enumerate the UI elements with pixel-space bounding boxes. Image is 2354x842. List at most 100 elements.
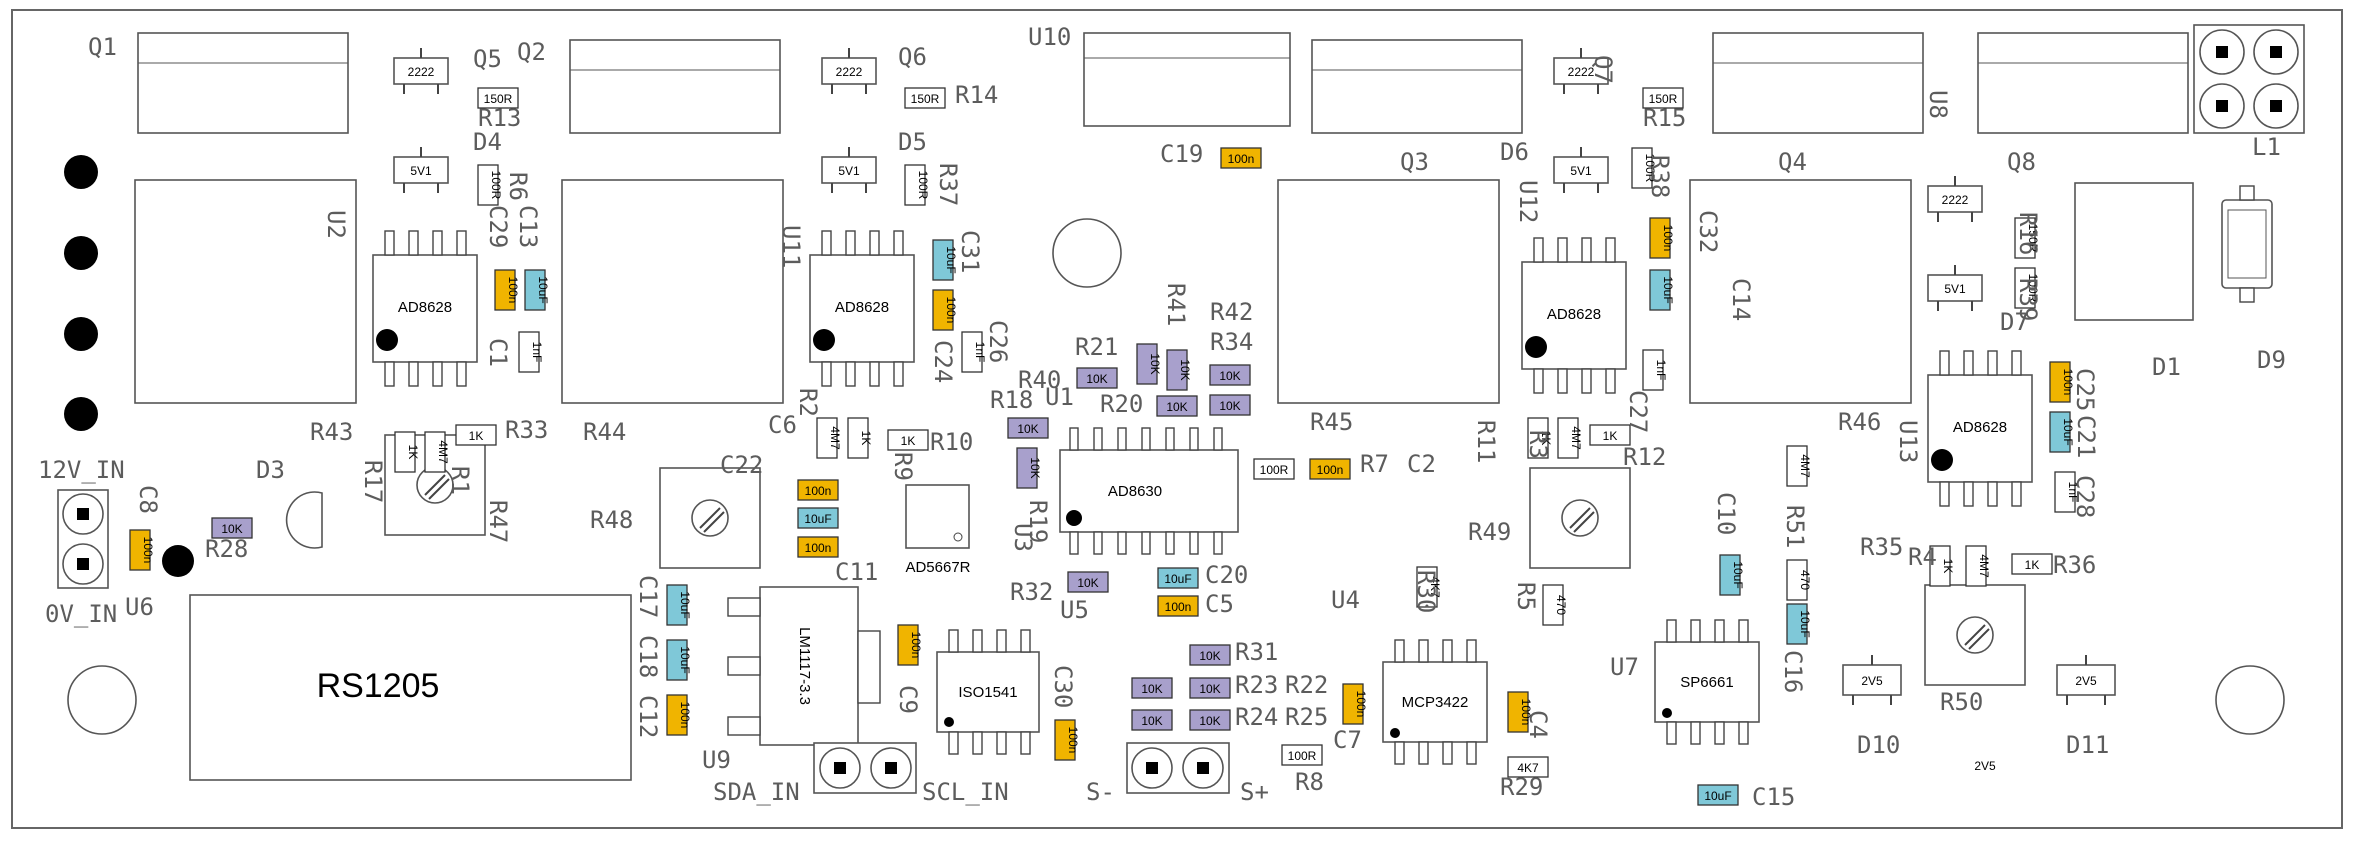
designator-r13: R13 (478, 104, 521, 132)
passive-v4M7: 4M7 (1557, 417, 1583, 459)
svg-text:10K: 10K (1028, 457, 1042, 478)
svg-text:100R: 100R (1643, 154, 1657, 183)
passive-v1K: 1K (1929, 545, 1955, 587)
passive-v10K: 10K (1189, 677, 1231, 699)
designator-l1: L1 (2252, 133, 2281, 161)
svg-text:10uF: 10uF (678, 591, 692, 618)
designator-c17: C17 (634, 575, 662, 618)
connector-labels: 12V_IN 0V_IN SDA_IN SCL_IN S- S+ (38, 456, 1269, 806)
svg-text:100n: 100n (944, 297, 958, 324)
shunt-resistors (134, 179, 2194, 404)
svg-text:10uF: 10uF (944, 246, 958, 273)
passive-v1K: 1K (2011, 553, 2053, 575)
passive-v1K: 1K (847, 417, 873, 459)
designator-r19: R19 (1024, 500, 1052, 543)
passive-v150R: 150R (1642, 87, 1684, 109)
svg-text:150R: 150R (911, 92, 940, 106)
svg-text:100n: 100n (805, 484, 832, 498)
designator-c30: C30 (1049, 665, 1077, 708)
passive-v100n: 100n (1220, 147, 1262, 169)
passive-v10K: 10K (1156, 395, 1198, 417)
designator-r18: R18 (990, 386, 1033, 414)
svg-text:LM1117-3.3: LM1117-3.3 (796, 627, 813, 705)
designator-r34: R34 (1210, 328, 1253, 356)
designator-c28: C28 (2071, 475, 2099, 518)
designator-r51: R51 (1781, 505, 1809, 548)
svg-text:2222: 2222 (1942, 193, 1969, 207)
svg-text:2222: 2222 (836, 65, 863, 79)
svg-text:1K: 1K (469, 429, 484, 443)
designator-r32: R32 (1010, 578, 1053, 606)
designator-u7: U7 (1610, 653, 1639, 681)
designator-q6: Q6 (898, 43, 927, 71)
svg-text:1nF: 1nF (1654, 360, 1668, 381)
designator-r49: R49 (1468, 518, 1511, 546)
designator-r30: R30 (1412, 570, 1440, 613)
svg-text:AD8628: AD8628 (835, 299, 889, 316)
passive-v1K: 1K (455, 424, 497, 446)
designator-r33: R33 (505, 416, 548, 444)
passive-v10uF: 10uF (524, 269, 550, 311)
svg-text:5V1: 5V1 (1570, 164, 1592, 178)
designator-r31: R31 (1235, 638, 1278, 666)
svg-text:1K: 1K (859, 431, 873, 446)
passive-v1nF: 1nF (518, 331, 544, 373)
label-12v-in: 12V_IN (38, 456, 125, 484)
svg-text:100n: 100n (1165, 600, 1192, 614)
label-scl-in: SCL_IN (922, 778, 1009, 806)
designator-r5: R5 (1512, 582, 1540, 611)
passive-v100R: 100R (1631, 147, 1657, 189)
designator-q3: Q3 (1400, 148, 1429, 176)
ad8630-chip: AD8630 (1059, 427, 1239, 555)
designator-u11: U11 (777, 225, 805, 268)
designator-r41: R41 (1162, 283, 1190, 326)
label-s-plus: S+ (1240, 778, 1269, 806)
designator-r38: R38 (1646, 155, 1674, 198)
passive-v1nF: 1nF (2054, 471, 2080, 513)
designator-c8: C8 (134, 485, 162, 514)
passive-v100n: 100n (666, 694, 692, 736)
svg-text:10K: 10K (1017, 422, 1038, 436)
passive-v10K: 10K (1189, 644, 1231, 666)
passive-v10uF: 10uF (666, 639, 692, 681)
designator-r45: R45 (1310, 408, 1353, 436)
svg-text:2V5: 2V5 (1974, 759, 1996, 773)
svg-text:10uF: 10uF (1704, 789, 1731, 803)
designator-r7: R7 (1360, 450, 1389, 478)
passive-v100n: 100n (897, 624, 923, 666)
svg-text:5V1: 5V1 (410, 164, 432, 178)
designator-d7: D7 (2000, 308, 2029, 336)
designator-c21: C21 (2072, 415, 2100, 458)
designator-c10: C10 (1712, 492, 1740, 535)
passive-v100n: 100n (129, 529, 155, 571)
svg-text:150R: 150R (484, 92, 513, 106)
passive-v10uF: 10uF (1649, 269, 1675, 311)
passive-v10K: 10K (1067, 571, 1109, 593)
designator-c15: C15 (1752, 783, 1795, 811)
designator-r23: R23 (1235, 671, 1278, 699)
designator-r35: R35 (1860, 533, 1903, 561)
passive-v4M7: 4M7 (1786, 445, 1812, 487)
passive-v4M7: 4M7 (424, 431, 450, 473)
mcp3422-chip: MCP3422 (1382, 639, 1488, 765)
lm1117-regulator: LM1117-3.3 (727, 586, 881, 746)
designator-r43: R43 (310, 418, 353, 446)
svg-text:10K: 10K (1086, 372, 1107, 386)
passive-v1K: 1K (1589, 424, 1631, 446)
passive-v100R: 100R (904, 164, 930, 206)
passive-v10K: 10K (1076, 367, 1118, 389)
svg-text:4M7: 4M7 (1569, 426, 1583, 450)
passive-v10uF: 10uF (932, 239, 958, 281)
ad5667r-chip: AD5667R (905, 484, 971, 576)
designator-c12: C12 (634, 695, 662, 738)
passive-v10K: 10K (1189, 709, 1231, 731)
designator-c11: C11 (835, 558, 878, 586)
passive-v100n: 100n (797, 536, 839, 558)
svg-text:100n: 100n (141, 537, 155, 564)
svg-text:100n: 100n (506, 277, 520, 304)
designator-c22: C22 (720, 451, 763, 479)
designator-c4: C4 (1524, 710, 1552, 739)
svg-text:1K: 1K (1603, 429, 1618, 443)
